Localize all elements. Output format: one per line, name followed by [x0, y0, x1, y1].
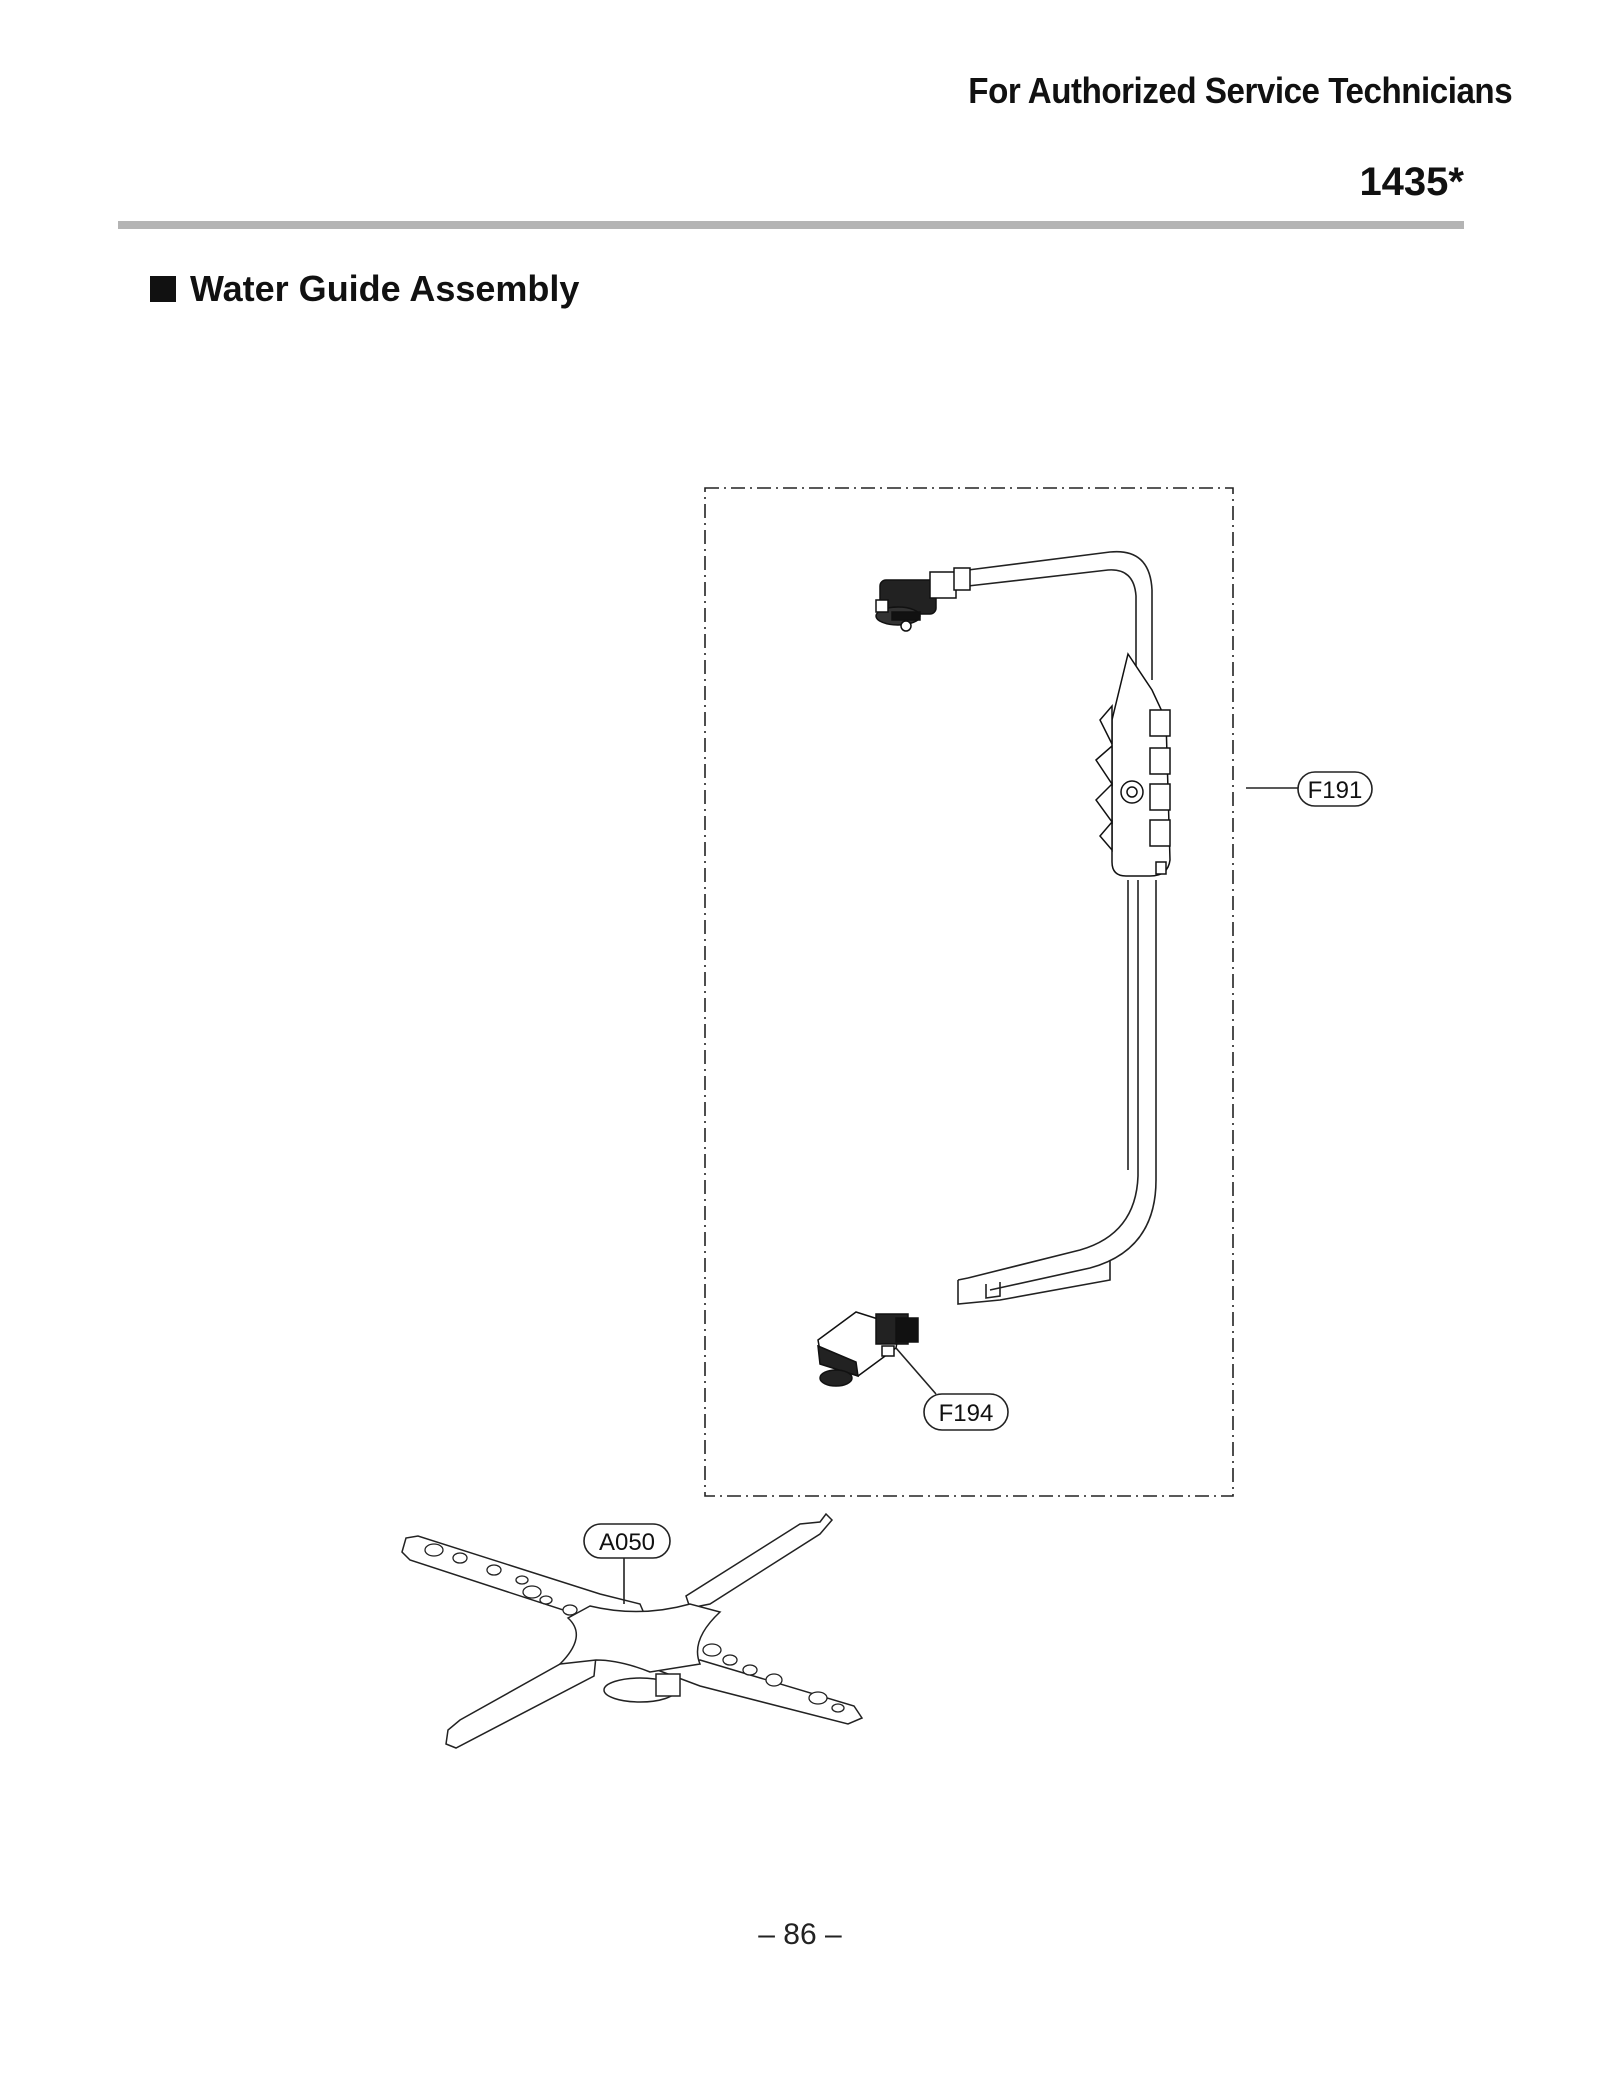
square-bullet-icon: [150, 276, 176, 302]
callout-f191-label: F191: [1308, 777, 1363, 804]
assembly-group-boundary: [704, 487, 1234, 1497]
spray-nozzle-holes: [424, 1543, 845, 1713]
callout-f194: F194: [923, 1393, 1009, 1431]
inlet-connector-part: [875, 567, 971, 632]
callout-a050: A050: [583, 1523, 671, 1559]
callout-f194-label: F194: [939, 1400, 994, 1427]
nozzle-connector-part: [817, 1311, 919, 1387]
spray-arm-part: [401, 1512, 864, 1749]
page-number: – 86 –: [758, 1918, 842, 1951]
model-code: 1435*: [1359, 160, 1464, 204]
callout-a050-label: A050: [599, 1529, 655, 1556]
callout-leaders: [623, 787, 1298, 1604]
header-title: For Authorized Service Technicians: [968, 70, 1512, 111]
section-title-text: Water Guide Assembly: [190, 268, 580, 309]
water-guide-tube-part: [957, 550, 1157, 1305]
section-title: Water Guide Assembly: [150, 268, 579, 310]
callout-f191: F191: [1297, 771, 1373, 807]
valve-manifold-part: [1095, 652, 1171, 877]
header-divider: [118, 221, 1464, 229]
